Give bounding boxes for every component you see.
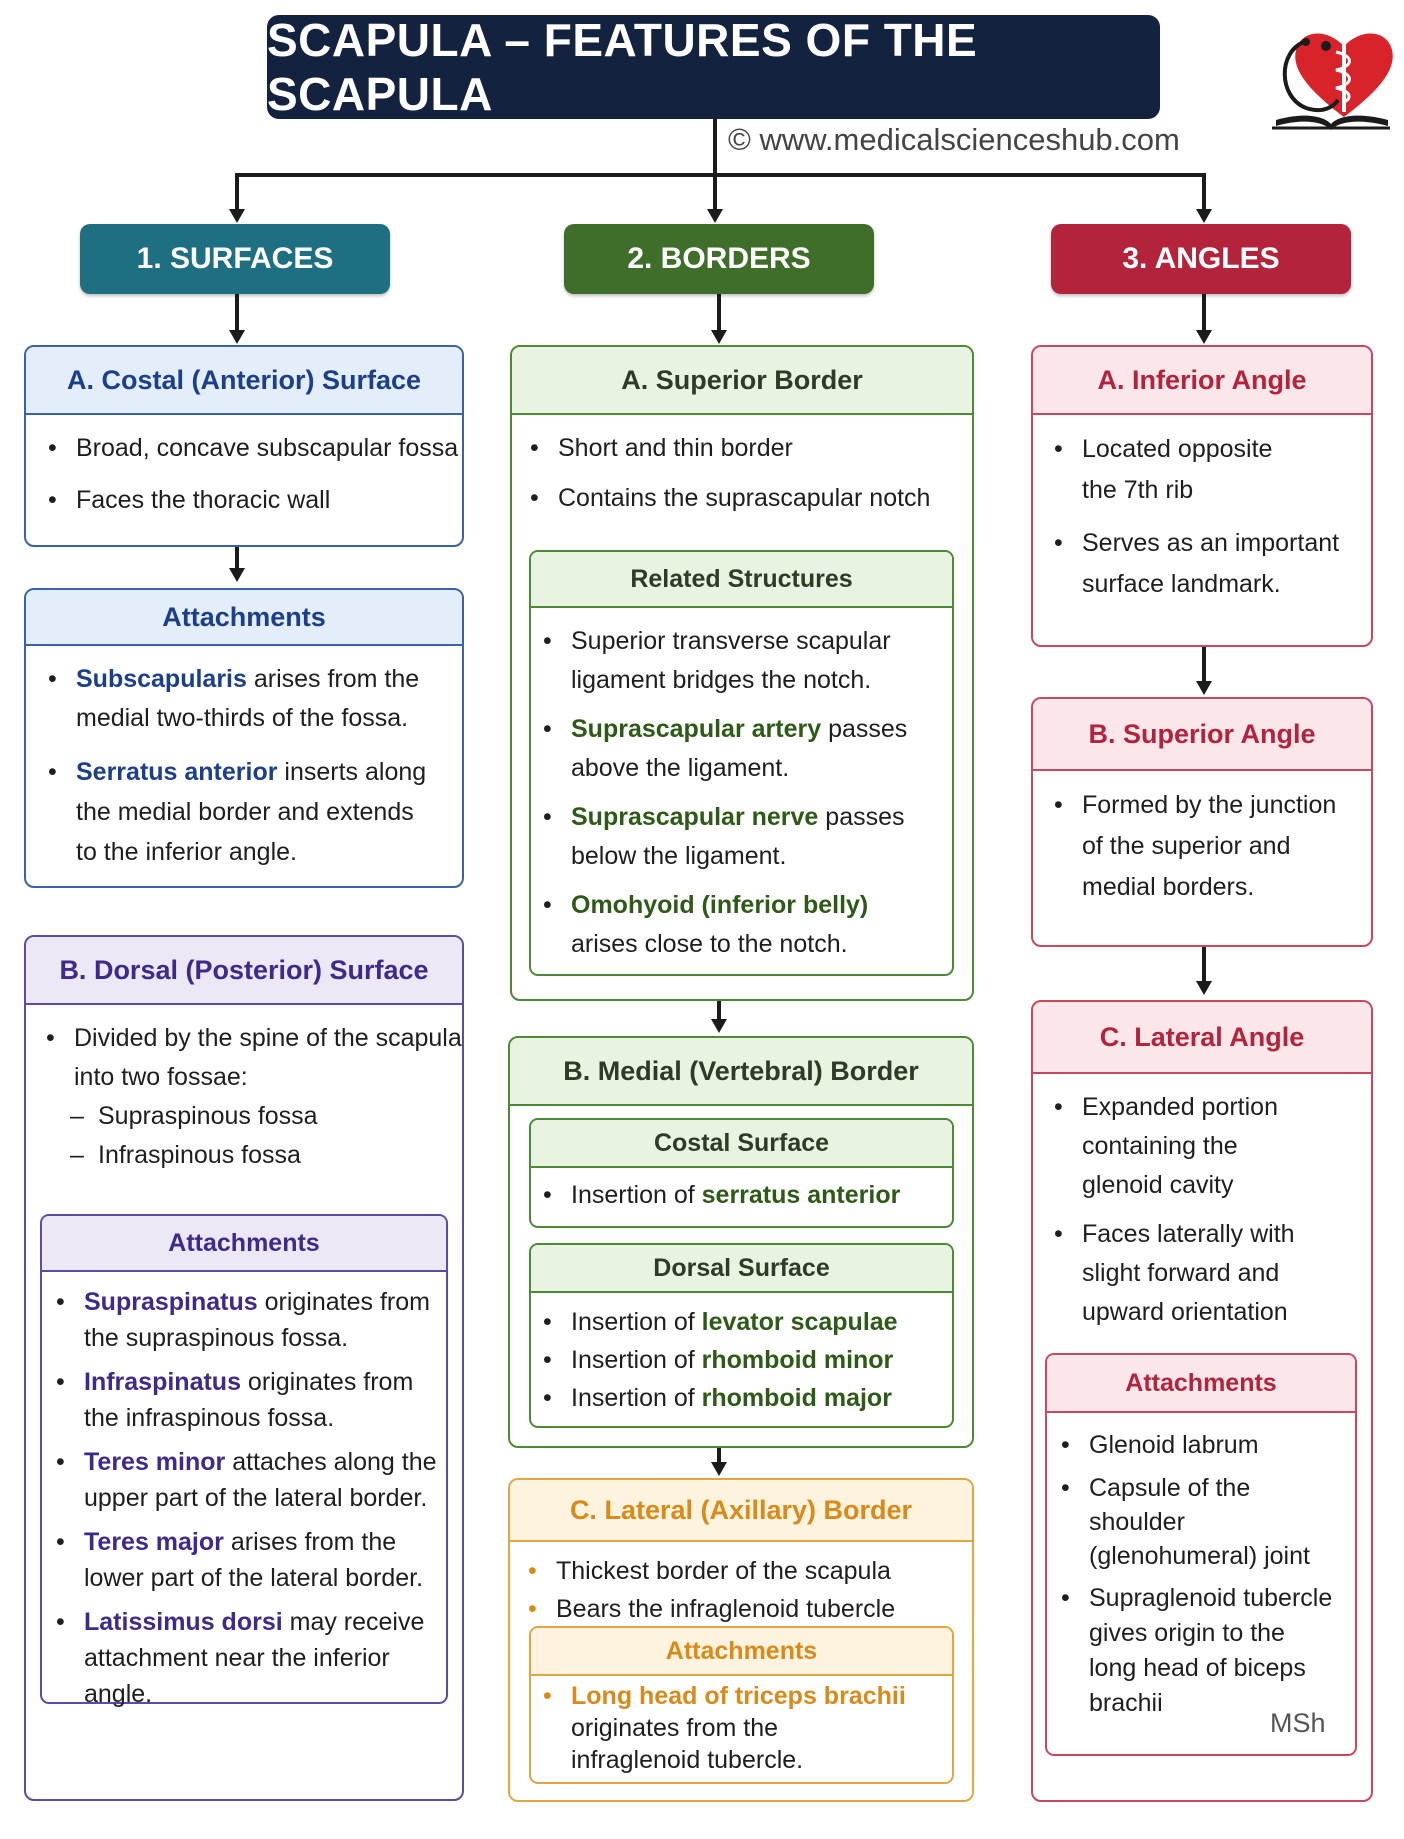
connector-horizontal [235, 173, 1206, 177]
dorsal-attachments-box: Attachments •Supraspinatus originates fr… [40, 1214, 448, 1708]
medial-border-heading: B. Medial (Vertebral) Border [510, 1038, 972, 1106]
list-item: •Broad, concave subscapular fossa [48, 434, 459, 462]
arrow-head [711, 330, 727, 344]
dorsal-attachments-heading: Attachments [42, 1216, 446, 1272]
related-structures-box: Related Structures •Superior transverse … [529, 550, 954, 976]
lateral-border-attachments-heading: Attachments [531, 1628, 952, 1676]
arrow-head [711, 1462, 727, 1476]
costal-surface-heading: A. Costal (Anterior) Surface [26, 347, 462, 415]
list-item: •Omohyoid (inferior belly)arises close t… [543, 891, 869, 958]
connector [717, 294, 721, 332]
arrow-head [229, 568, 245, 582]
lateral-border-attachments-box: Attachments •Long head of triceps brachi… [529, 1626, 954, 1784]
connector [1202, 647, 1206, 683]
superior-border-heading: A. Superior Border [512, 347, 972, 415]
arrow-head [1196, 681, 1212, 695]
list-item: –Infraspinous fossa [70, 1141, 301, 1169]
medial-dorsal-heading: Dorsal Surface [531, 1245, 952, 1293]
category-angles: 3. ANGLES [1051, 224, 1351, 294]
inferior-angle-heading: A. Inferior Angle [1033, 347, 1371, 415]
costal-attachments-heading: Attachments [26, 590, 462, 646]
category-surfaces: 1. SURFACES [80, 224, 390, 294]
list-item: •Contains the suprascapular notch [530, 484, 931, 512]
connector-right-drop [1202, 173, 1206, 213]
watermark-text: MSh [1270, 1708, 1326, 1738]
arrow-head [1196, 330, 1212, 344]
connector-mid-drop [713, 173, 717, 213]
connector [235, 547, 239, 571]
heart-stethoscope-logo-icon [1264, 12, 1398, 142]
category-borders: 2. BORDERS [564, 224, 874, 294]
arrow-head [1196, 981, 1212, 995]
medial-costal-heading: Costal Surface [531, 1120, 952, 1168]
connector [235, 294, 239, 332]
arrow-head [711, 1019, 727, 1033]
medial-costal-box: Costal Surface •Insertion of serratus an… [529, 1118, 954, 1228]
costal-surface-card: A. Costal (Anterior) Surface •Broad, con… [24, 345, 464, 547]
related-structures-heading: Related Structures [531, 552, 952, 608]
list-item: •Faces the thoracic wall [48, 486, 331, 514]
connector [1202, 947, 1206, 983]
page-title: SCAPULA – FEATURES OF THE SCAPULA [267, 14, 1160, 120]
arrow-head [707, 209, 723, 223]
list-item: •Insertion of levator scapulae [543, 1308, 898, 1336]
list-item: •Insertion of rhomboid major [543, 1384, 892, 1412]
credit-text: © www.medicalscienceshub.com [728, 122, 1180, 157]
connector [1202, 294, 1206, 332]
superior-angle-card: B. Superior Angle •Formed by the junctio… [1031, 697, 1373, 947]
costal-attachments-card: Attachments •Subscapularis arises from t… [24, 588, 464, 888]
lateral-angle-attachments-box: Attachments •Glenoid labrum •Capsule of … [1045, 1353, 1357, 1756]
arrow-head [229, 209, 245, 223]
list-item: •Thickest border of the scapula [528, 1557, 891, 1585]
list-item: –Supraspinous fossa [70, 1102, 318, 1130]
connector [717, 1001, 721, 1021]
list-item: •Insertion of serratus anterior [543, 1181, 901, 1209]
connector-left-drop [235, 173, 239, 213]
list-item: •Short and thin border [530, 434, 793, 462]
medial-dorsal-box: Dorsal Surface •Insertion of levator sca… [529, 1243, 954, 1428]
dorsal-surface-heading: B. Dorsal (Posterior) Surface [26, 937, 462, 1005]
superior-angle-heading: B. Superior Angle [1033, 699, 1371, 771]
connector [717, 1448, 721, 1464]
arrow-head [1196, 209, 1212, 223]
lateral-angle-attachments-heading: Attachments [1047, 1355, 1355, 1413]
list-item: •Bears the infraglenoid tubercle [528, 1595, 896, 1623]
arrow-head [229, 330, 245, 344]
list-item: •Insertion of rhomboid minor [543, 1346, 894, 1374]
lateral-angle-heading: C. Lateral Angle [1033, 1002, 1371, 1074]
lateral-border-heading: C. Lateral (Axillary) Border [510, 1480, 972, 1542]
list-item: •Glenoid labrum [1061, 1431, 1259, 1459]
connector-trunk [713, 119, 717, 179]
